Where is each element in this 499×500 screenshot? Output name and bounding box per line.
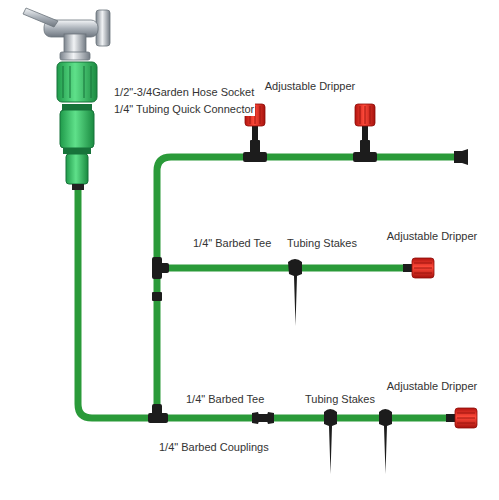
tube: [377, 154, 456, 161]
tubing: [78, 157, 456, 418]
hose-fittings: [57, 62, 97, 102]
part-label: 1/2"-3/4Garden Hose Socket: [113, 86, 255, 99]
hose-fittings: [63, 148, 91, 154]
part-label: Tubing Stakes: [304, 393, 376, 406]
barbed-coupling: [252, 412, 274, 424]
adjustable-drippers: [414, 268, 432, 269]
tube: [267, 154, 353, 161]
tubing-stakes: [288, 259, 392, 474]
adjustable-drippers: [455, 408, 477, 428]
hose-fittings: [60, 110, 94, 148]
adjustable-drippers: [362, 124, 368, 142]
tube: [78, 190, 148, 418]
tube: [272, 415, 325, 422]
faucet: [23, 8, 58, 27]
adjustable-drippers: [360, 106, 361, 124]
tube: [154, 278, 161, 293]
tube: [336, 415, 380, 422]
tube: [391, 415, 448, 422]
adjustable-drippers: [365, 106, 366, 124]
hose-fittings: [70, 66, 71, 98]
adjustable-drippers: [355, 104, 375, 126]
part-label: 1/4" Barbed Tee: [185, 393, 265, 406]
barbed-tee: [250, 140, 260, 154]
part-label: 1/4" Barbed Tee: [192, 237, 272, 250]
tube: [166, 415, 254, 422]
hose-fittings: [72, 184, 84, 190]
hose-fittings: [62, 104, 92, 110]
barbed-coupling: [258, 414, 268, 422]
adjustable-drippers: [412, 258, 434, 278]
barbed-tee: [360, 140, 370, 154]
tubing-stake: [288, 259, 302, 326]
adjustable-drippers: [260, 106, 261, 124]
barbed-tee: [152, 404, 162, 416]
end-plug: [454, 149, 468, 165]
faucet: [60, 52, 90, 60]
hose-fittings: [63, 66, 64, 98]
adjustable-drippers: [457, 423, 475, 424]
adjustable-drippers: [252, 124, 258, 142]
adjustable-drippers: [414, 263, 432, 264]
adjustable-drippers: [457, 413, 475, 414]
part-label: 1/4" Barbed Couplings: [158, 441, 270, 454]
part-label: Adjustable Dripper: [386, 380, 479, 393]
hose-fittings: [91, 66, 92, 98]
tube: [154, 300, 161, 408]
adjustable-drippers: [414, 273, 432, 274]
tubing-stake: [379, 409, 392, 474]
part-label: Adjustable Dripper: [264, 80, 357, 93]
part-label: Tubing Stakes: [286, 237, 358, 250]
barbed-tee: [158, 263, 169, 273]
adjustable-drippers: [446, 414, 456, 422]
faucet: [23, 8, 110, 60]
part-label: 1/4" Tubing Quick Connector: [113, 103, 255, 116]
adjustable-drippers: [370, 106, 371, 124]
adjustable-drippers: [457, 418, 475, 419]
part-label: Adjustable Dripper: [386, 230, 479, 243]
tubing-stake: [324, 409, 337, 474]
hose-fittings: [66, 154, 88, 184]
hose-fittings: [57, 62, 97, 190]
hose-fittings: [84, 66, 85, 98]
tube: [167, 265, 289, 272]
adjustable-drippers: [403, 264, 413, 272]
tube: [301, 265, 405, 272]
barbed-coupling: [152, 292, 162, 301]
